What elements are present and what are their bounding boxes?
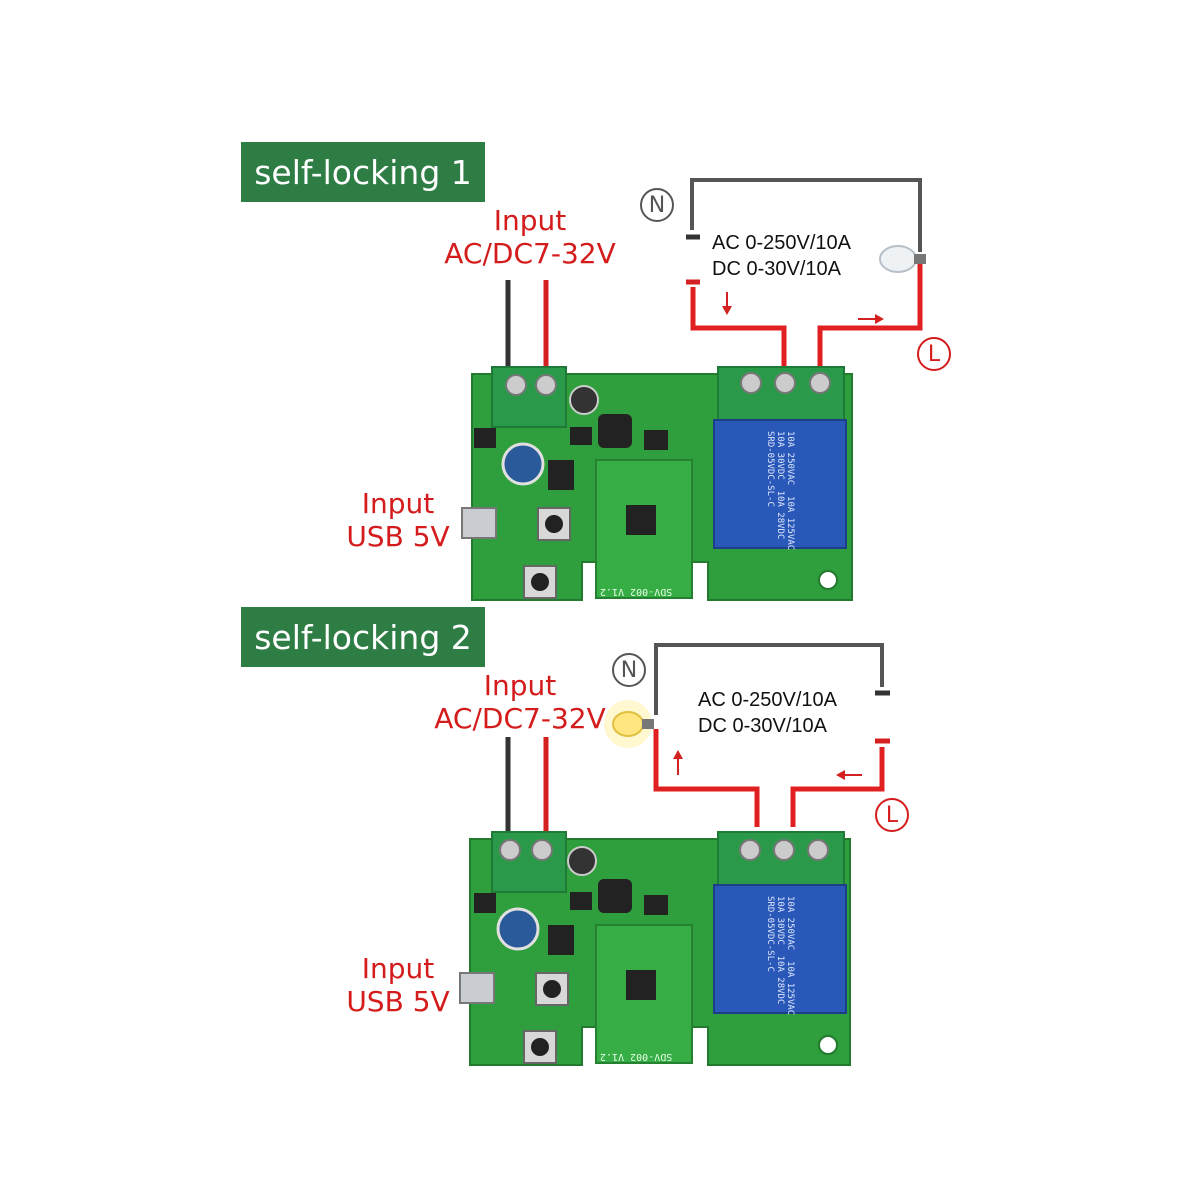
input-power-label: Input AC/DC7-32V: [434, 669, 606, 736]
neutral-wire: [690, 178, 922, 252]
load-spec: AC 0-250V/10A DC 0-30V/10A: [698, 689, 837, 737]
board-label: SDV-002 V1.2: [600, 586, 673, 597]
input-power-label: Input AC/DC7-32V: [444, 204, 616, 271]
input-usb-label: Input USB 5V: [346, 487, 450, 554]
input-usb-label: Input USB 5V: [346, 952, 450, 1019]
panel-title: self-locking 2: [241, 607, 485, 667]
wiring-diagram: [459, 643, 890, 1066]
panel-title: self-locking 1: [241, 142, 485, 202]
panel-self-locking-1: self-locking 1 Input AC/DC7-32V Input US…: [0, 142, 1200, 612]
relay-board: [459, 831, 851, 1066]
board-label: SDV-002 V1.2: [600, 1051, 673, 1062]
relay-board: [461, 366, 853, 601]
bulb-lit-icon: [604, 700, 654, 748]
live-symbol: L: [875, 798, 909, 832]
flow-arrow-down: [722, 292, 732, 315]
relay-label: 10A 250VAC 10A 125VAC 10A 30VDC 10A 28VD…: [765, 896, 795, 1016]
live-wire-left: [690, 287, 787, 374]
load-spec: AC 0-250V/10A DC 0-30V/10A: [712, 232, 851, 280]
live-wire-right: [790, 747, 885, 827]
flow-arrow-right: [858, 314, 884, 324]
live-wire-left: [653, 729, 760, 827]
live-wire-right: [817, 264, 923, 374]
neutral-wire: [654, 643, 884, 715]
panel-self-locking-2: self-locking 2 Input AC/DC7-32V Input US…: [0, 607, 1200, 1077]
live-symbol: L: [917, 337, 951, 371]
neutral-symbol: N: [640, 188, 674, 222]
wiring-diagram: [461, 178, 926, 601]
flow-arrow-left: [836, 770, 862, 780]
flow-arrow-up: [673, 750, 683, 775]
relay-label: 10A 250VAC 10A 125VAC 10A 30VDC 10A 28VD…: [765, 431, 795, 551]
bulb-icon: [879, 245, 926, 273]
neutral-symbol: N: [612, 653, 646, 687]
